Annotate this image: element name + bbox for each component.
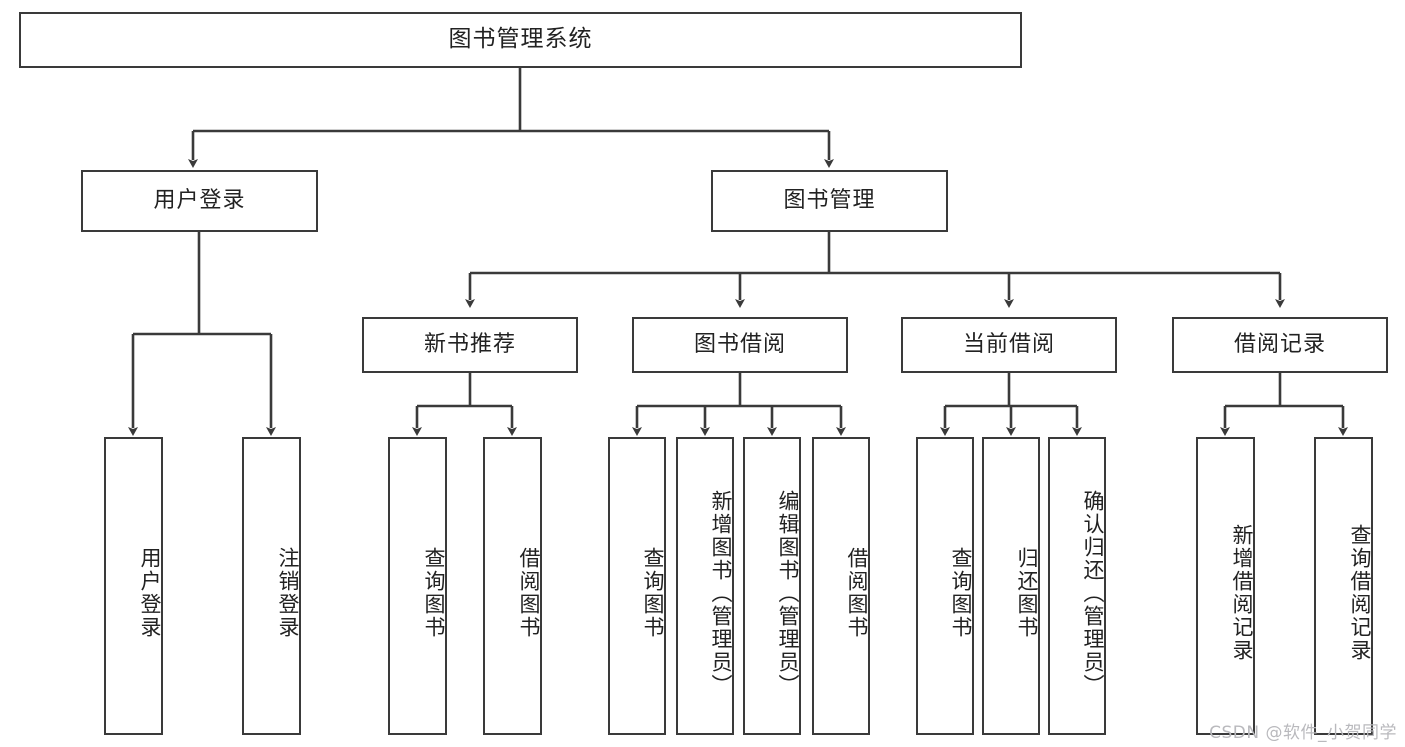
node-label: 查询图书 [422, 547, 446, 639]
node-label: 确认归还（管理员） [1081, 489, 1105, 697]
node-book-borrow[interactable]: 图书借阅 [632, 317, 848, 373]
leaf-records-query-record[interactable]: 查询借阅记录 [1314, 437, 1373, 735]
node-label: 查询图书 [641, 547, 665, 639]
node-label: 查询借阅记录 [1348, 524, 1372, 662]
node-book-management[interactable]: 图书管理 [711, 170, 948, 232]
node-label: 注销登录 [276, 547, 300, 639]
node-current-borrow[interactable]: 当前借阅 [901, 317, 1117, 373]
leaf-borrow-edit-book-admin[interactable]: 编辑图书（管理员） [743, 437, 801, 735]
node-label: 用户登录 [153, 187, 246, 213]
leaf-current-return-book[interactable]: 归还图书 [982, 437, 1040, 735]
node-label: 借阅记录 [1233, 331, 1326, 357]
node-user-login[interactable]: 用户登录 [81, 170, 318, 232]
node-label: 归还图书 [1015, 547, 1039, 639]
node-borrow-records[interactable]: 借阅记录 [1172, 317, 1388, 373]
node-label: 用户登录 [138, 547, 162, 639]
node-label: 编辑图书（管理员） [776, 489, 800, 697]
node-new-book-recommend[interactable]: 新书推荐 [362, 317, 578, 373]
node-label: 借阅图书 [845, 547, 869, 639]
node-label: 查询图书 [949, 547, 973, 639]
leaf-borrow-query-book[interactable]: 查询图书 [608, 437, 666, 735]
node-label: 图书管理系统 [448, 26, 593, 53]
node-label: 借阅图书 [517, 547, 541, 639]
node-label: 当前借阅 [962, 331, 1055, 357]
node-label: 新书推荐 [423, 331, 516, 357]
leaf-recommend-query-book[interactable]: 查询图书 [388, 437, 447, 735]
leaf-user-login[interactable]: 用户登录 [104, 437, 163, 735]
leaf-borrow-add-book-admin[interactable]: 新增图书（管理员） [676, 437, 734, 735]
leaf-current-query-book[interactable]: 查询图书 [916, 437, 974, 735]
node-label: 新增图书（管理员） [709, 489, 733, 697]
node-label: 新增借阅记录 [1230, 524, 1254, 662]
node-root-system[interactable]: 图书管理系统 [19, 12, 1022, 68]
leaf-user-logout[interactable]: 注销登录 [242, 437, 301, 735]
leaf-recommend-borrow-book[interactable]: 借阅图书 [483, 437, 542, 735]
leaf-current-confirm-return-admin[interactable]: 确认归还（管理员） [1048, 437, 1106, 735]
node-label: 图书借阅 [693, 331, 786, 357]
leaf-records-add-record[interactable]: 新增借阅记录 [1196, 437, 1255, 735]
leaf-borrow-borrow-book[interactable]: 借阅图书 [812, 437, 870, 735]
node-label: 图书管理 [783, 187, 876, 213]
